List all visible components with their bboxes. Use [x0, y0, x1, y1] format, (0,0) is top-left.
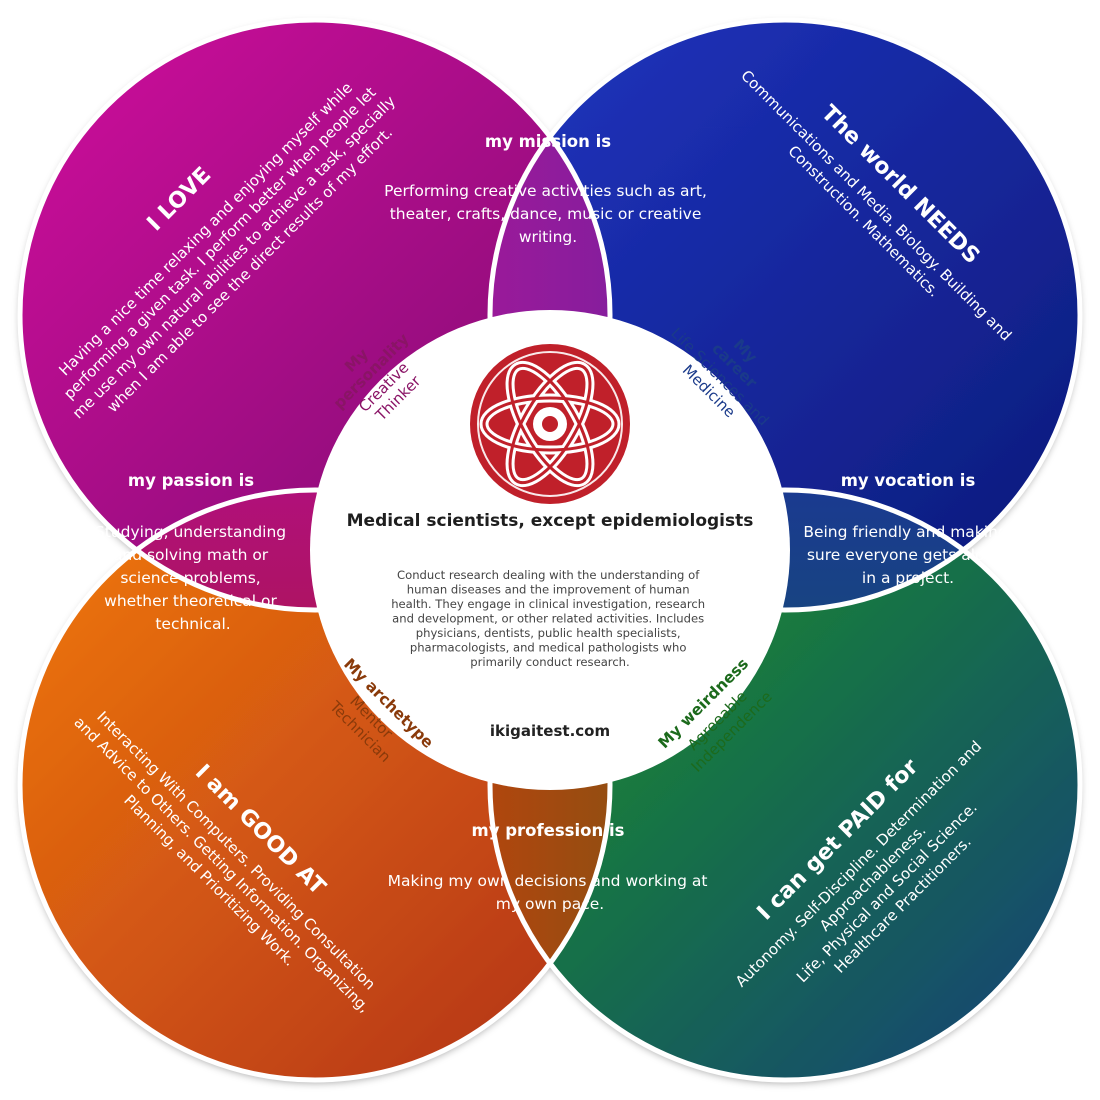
passion-text-line: Studying, understanding — [95, 523, 286, 541]
mission-heading: my mission is — [485, 132, 611, 151]
center-description: Conduct research dealing with the unders… — [391, 568, 709, 669]
center-description-line: and development, or other related activi… — [392, 612, 704, 626]
vocation-text-line: sure everyone gets along — [807, 546, 1004, 564]
center-description-line: pharmacologists, and medical pathologist… — [410, 641, 687, 655]
mission-block: my mission is Performing creative activi… — [384, 132, 712, 246]
passion-text-line: and solving math or — [113, 546, 269, 564]
mission-text-line: theater, crafts, dance, music or creativ… — [390, 205, 702, 223]
vocation-heading: my vocation is — [841, 471, 976, 490]
center-description-line: human diseases and the improvement of hu… — [407, 583, 690, 597]
mission-text: Performing creative activities such as a… — [384, 182, 712, 246]
center-description-line: health. They engage in clinical investig… — [391, 597, 705, 611]
profession-block: my profession is Making my own decisions… — [388, 821, 713, 913]
center-description-line: Conduct research dealing with the unders… — [397, 568, 700, 582]
profession-text-line: my own pace. — [496, 895, 604, 913]
mission-text-line: Performing creative activities such as a… — [384, 182, 707, 200]
passion-text: Studying, understanding and solving math… — [95, 523, 291, 633]
profession-text-line: Making my own decisions and working at — [388, 872, 708, 890]
profession-text: Making my own decisions and working at m… — [388, 872, 713, 913]
mission-text-line: writing. — [519, 228, 577, 246]
center-title: Medical scientists, except epidemiologis… — [347, 511, 754, 531]
atom-icon — [470, 344, 630, 504]
center-description-line: primarily conduct research. — [470, 655, 629, 669]
vocation-block: my vocation is Being friendly and making… — [803, 471, 1012, 587]
vocation-text-line: in a project. — [862, 569, 954, 587]
passion-heading: my passion is — [128, 471, 254, 490]
profession-heading: my profession is — [472, 821, 625, 840]
passion-text-line: technical. — [155, 615, 230, 633]
vocation-text: Being friendly and making sure everyone … — [803, 523, 1012, 587]
circle-outlines — [17, 17, 1083, 1083]
site-link[interactable]: ikigaitest.com — [490, 722, 610, 740]
passion-text-line: whether theoretical or — [104, 592, 277, 610]
passion-text-line: science problems, — [120, 569, 260, 587]
center-description-line: physicians, dentists, public health spec… — [416, 626, 681, 640]
vocation-text-line: Being friendly and making — [803, 523, 1007, 541]
passion-block: my passion is Studying, understanding an… — [95, 471, 291, 633]
center-disc — [310, 310, 790, 790]
